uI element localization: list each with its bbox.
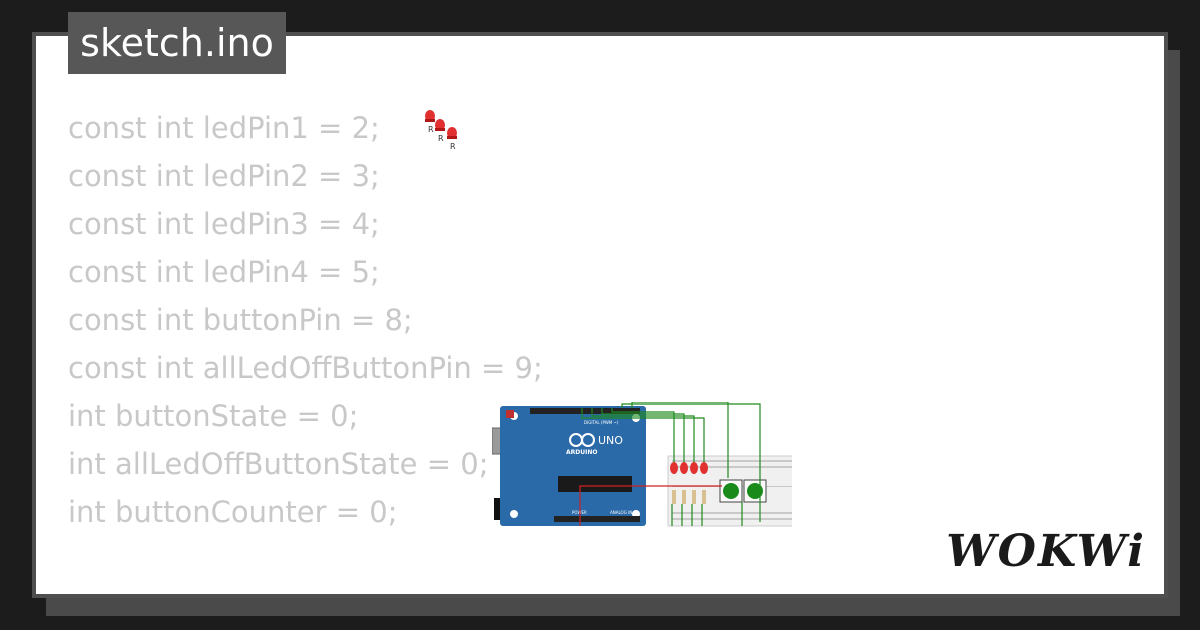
analog-label: ANALOG IN: [610, 510, 632, 515]
code-line: const int ledPin2 = 3;: [68, 159, 380, 193]
floating-leds: R R R: [425, 110, 457, 151]
code-line: const int buttonPin = 8;: [68, 303, 413, 337]
led-icon: R: [447, 127, 457, 151]
digital-label: DIGITAL (PWM ~): [584, 420, 619, 425]
board-brand: ARDUINO: [566, 449, 597, 456]
preview-card: const int ledPin1 = 2; const int ledPin2 …: [32, 32, 1168, 598]
wires: [581, 402, 761, 526]
file-name-tab[interactable]: sketch.ino: [68, 12, 286, 74]
power-wire: [579, 485, 722, 526]
reset-button: [506, 410, 514, 418]
preview-card-inner: const int ledPin1 = 2; const int ledPin2 …: [36, 36, 1164, 594]
circuit-diagram: UNO ARDUINO DIGITAL (PWM ~) POWER ANALOG…: [492, 402, 792, 527]
code-preview: const int ledPin1 = 2; const int ledPin2 …: [68, 104, 543, 594]
svg-text:R: R: [428, 125, 434, 134]
led-icon: [680, 462, 688, 474]
led-icon: R: [435, 119, 445, 143]
arduino-logo-icon: [569, 433, 595, 447]
push-button-icon: [743, 479, 767, 503]
led-icon: [670, 462, 678, 474]
code-line: [68, 536, 543, 584]
code-line: const int ledPin1 = 2;: [68, 111, 380, 145]
wokwi-logo: WOKWi: [946, 526, 1146, 577]
board-model: UNO: [598, 434, 623, 447]
led-icon: [700, 462, 708, 474]
code-line: const int allLedOffButtonPin = 9;: [68, 351, 543, 385]
led-icon: R: [425, 110, 435, 134]
push-button-icon: [719, 479, 743, 503]
svg-text:R: R: [450, 142, 456, 151]
code-line: const int ledPin4 = 5;: [68, 255, 380, 289]
code-line: const int ledPin3 = 4;: [68, 207, 380, 241]
arduino-board: [500, 406, 646, 526]
code-line: void setup() {: [68, 584, 543, 594]
svg-text:R: R: [438, 134, 444, 143]
microcontroller-chip: [558, 476, 632, 492]
code-line: int buttonCounter = 0;: [68, 495, 398, 529]
resistor-icon: [672, 490, 706, 504]
code-line: int allLedOffButtonState = 0;: [68, 447, 489, 481]
led-icon: [690, 462, 698, 474]
code-line: int buttonState = 0;: [68, 399, 359, 433]
